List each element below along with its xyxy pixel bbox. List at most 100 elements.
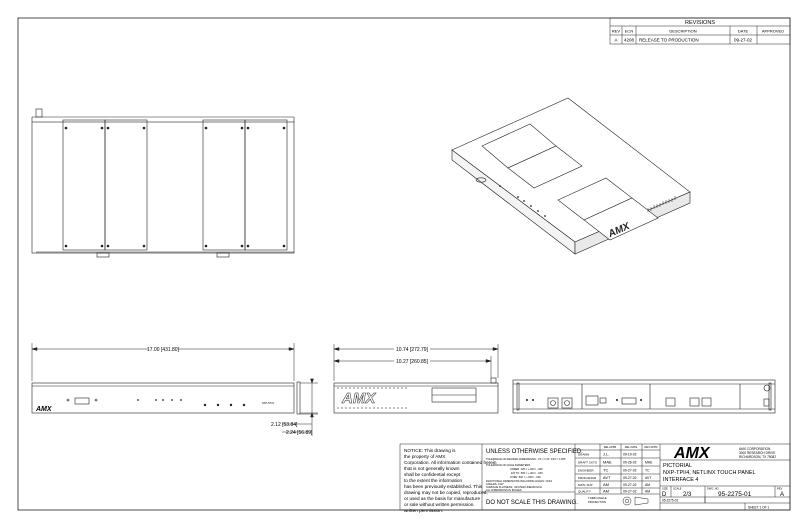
rev-label: REV xyxy=(777,487,783,491)
company-line-1: AMX CORPORATION xyxy=(739,447,771,451)
front-view-model-label: NXP-TPI/4 xyxy=(262,402,275,405)
tolerance-footer: DO NOT SCALE THIS DRAWING. xyxy=(486,500,578,506)
tolerance-line-3: UNDER .125 = +.003 / -.000 xyxy=(510,467,543,471)
side-depth-label: 10.74 [272.79] xyxy=(396,347,429,353)
rev-value: A xyxy=(780,492,784,498)
side-depth-inner-label: 10.27 [260.85] xyxy=(396,359,429,365)
rear-view-dots xyxy=(526,399,642,401)
tolerance-line-8: SURFACE FLATNESS: .004 PER LINEAR INCH xyxy=(486,485,542,489)
company-line-3: RICHARDSON, TX 75082 xyxy=(739,455,776,459)
approvals-header-2: REL DATE xyxy=(625,445,638,449)
revisions-header-rev: REV xyxy=(612,29,621,34)
revisions-header-ecn: ECN xyxy=(625,29,634,34)
notice-line-2: the property of AMX xyxy=(404,454,446,459)
drawing-title-line-3: INTERFACE 4 xyxy=(663,477,698,483)
approval-role: MATL SUP xyxy=(578,483,593,487)
notice-line-6: to the extent the information xyxy=(404,478,463,483)
front-width-dimension xyxy=(31,343,295,381)
tolerance-line-5: OVER .500 = +.006 / -.000 xyxy=(510,475,541,479)
tolerance-line-6: FRACTIONAL DIMENSIONS INCLUDING HOLES: ±… xyxy=(486,479,552,483)
revisions-row-date: 09-27-02 xyxy=(734,38,753,43)
notice-line-10: or sale without written permission. xyxy=(404,502,475,507)
tolerance-line-4: .126 TO .500 = +.004 / -.000 xyxy=(510,471,543,475)
revisions-header-date: DATE xyxy=(738,29,749,34)
approval-date: 09-27-02 xyxy=(623,476,637,480)
third-angle-label-2: PROJECTION xyxy=(588,500,606,504)
approvals-header-1: REL APPR xyxy=(604,445,617,449)
revisions-title: REVISIONS xyxy=(685,20,715,26)
tolerance-line-1: TOLERANCE ON DECIMAL DIMENSIONS: .XX = ±… xyxy=(486,457,566,461)
company-line-2: 3000 RESEARCH DRIVE xyxy=(739,451,775,455)
approval-by: AM xyxy=(603,489,609,494)
approval-appr: AM xyxy=(645,490,650,494)
revisions-row-rev: A xyxy=(614,38,617,43)
scale-label: SCALE xyxy=(673,487,682,491)
approval-by: AM xyxy=(603,482,609,487)
approval-role: ENGINEER xyxy=(578,469,595,473)
tolerance-heading: UNLESS OTHERWISE SPECIFIED: xyxy=(486,449,583,455)
revisions-row-description: RELEASE TO PRODUCTION xyxy=(639,38,699,43)
third-angle-projection-icon xyxy=(622,496,649,506)
front-view xyxy=(31,381,301,415)
size-value: D xyxy=(662,492,667,498)
sheet-number: SHEET 1 OF 1 xyxy=(748,506,769,510)
side-view-logo: AMX xyxy=(341,390,376,407)
approval-date: 09-27-02 xyxy=(623,490,637,494)
notice-line-7: has been previously established. This xyxy=(404,484,483,489)
approval-date: 09-27-02 xyxy=(623,469,637,473)
side-depth-dimension xyxy=(333,344,499,381)
third-angle-label-1: THIRD ANGLE xyxy=(588,496,607,500)
approvals-header-3: REV APPR xyxy=(645,445,658,449)
size-label: SIZE xyxy=(662,487,668,491)
notice-line-8: drawing may not be copied, reproduced, xyxy=(404,490,488,495)
side-view-vents xyxy=(337,387,407,409)
height-dimensions xyxy=(282,378,318,436)
title-block-logo: AMX xyxy=(673,445,711,462)
approval-appr: AM xyxy=(645,483,650,487)
front-view-logo: AMX xyxy=(35,406,53,413)
approval-by: TC xyxy=(603,468,608,473)
tolerance-line-2: TOLERANCE ON HOLE DIAMETERS: xyxy=(486,463,531,467)
approval-by: J.L. xyxy=(603,452,609,457)
front-width-label: 17.00 [431.80] xyxy=(147,347,180,353)
notice-line-3: Corporation. All information contained h… xyxy=(404,460,497,465)
approval-role: DRAFT CKTG xyxy=(578,461,598,465)
approval-appr: AVT xyxy=(645,476,651,480)
notice-line-9: or used as the basis for manufacture xyxy=(404,496,480,501)
approval-appr: MAE xyxy=(645,461,653,465)
approval-appr: TC xyxy=(645,469,650,473)
rear-view xyxy=(512,379,776,414)
tolerance-line-7: ANGLES: ±1/2° xyxy=(486,482,504,486)
dwg-no-label: DWG. NO. xyxy=(707,487,720,491)
tolerance-line-9: ALL DIMENSIONS IN INCHES xyxy=(486,488,522,492)
revisions-header-description: DESCRIPTION xyxy=(669,29,696,34)
top-view-screws xyxy=(64,126,286,248)
scale-value: 2/3 xyxy=(683,492,692,498)
notice-line-4: that is not generally known xyxy=(404,466,460,471)
approval-role: QUALITY xyxy=(578,490,591,494)
height-label-2: 2.24 [56.89] xyxy=(286,430,313,436)
side-view xyxy=(333,377,499,414)
approval-by: AVT xyxy=(603,475,611,480)
notice-line-11: written permission. xyxy=(404,508,443,513)
revisions-header-approved: APPROVED xyxy=(762,29,784,34)
front-view-leds xyxy=(137,399,246,407)
approval-role: PROD ENGR xyxy=(578,476,597,480)
title-block-lines xyxy=(399,443,791,511)
notice-line-5: shall be confidential except xyxy=(404,472,461,477)
approval-date: 09-27-02 xyxy=(623,483,637,487)
drawing-title-line-1: PICTORIAL xyxy=(663,463,692,469)
height-label-1: 2.12 [53.84] xyxy=(271,422,298,428)
drawing-title-line-2: NXP-TPI/4, NETLINX TOUCH PANEL xyxy=(663,470,756,476)
approval-by: MAE xyxy=(603,460,612,465)
file-name: 95-2275-01 xyxy=(662,499,679,503)
revisions-row-ecn: 4208 xyxy=(624,38,635,43)
approval-date: 09-19-02 xyxy=(623,453,637,457)
top-view xyxy=(31,108,295,258)
dwg-no-value: 95-2275-01 xyxy=(718,491,752,498)
revisions-table xyxy=(609,17,791,45)
isometric-view xyxy=(451,97,691,255)
notice-line-1: NOTICE: This drawing is xyxy=(404,448,456,453)
sheet-border xyxy=(17,17,791,511)
